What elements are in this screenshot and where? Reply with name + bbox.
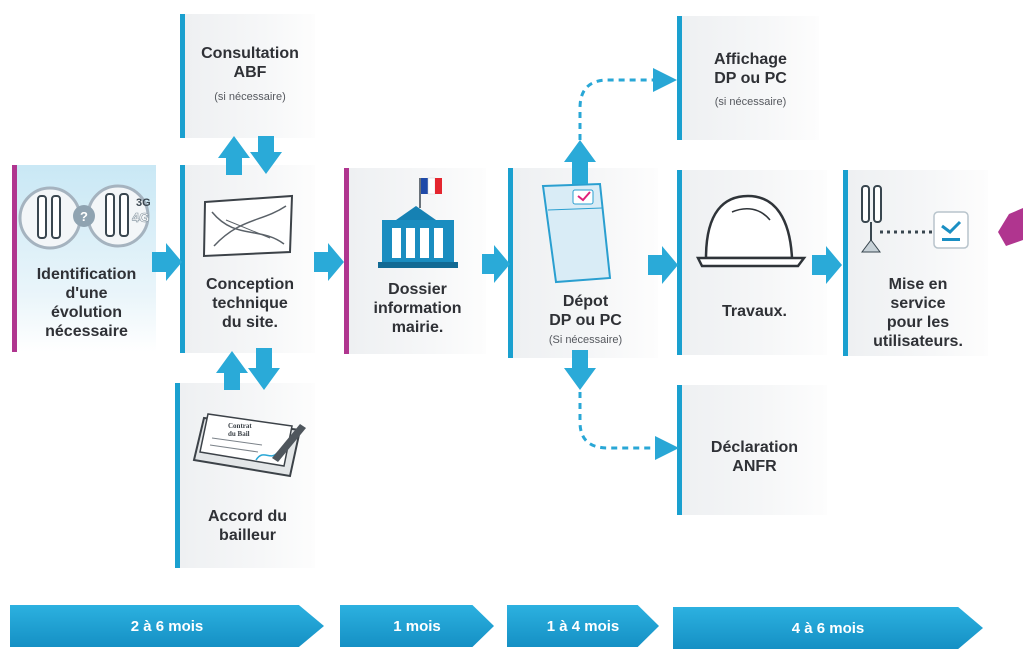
card-accord: Accord du bailleur	[175, 383, 315, 568]
dossier-label: Dossier information mairie.	[373, 281, 462, 336]
arrow-up-affichage	[564, 140, 596, 184]
timeline-label-4: 4 à 6 mois	[791, 619, 865, 637]
town-hall-icon	[378, 177, 458, 268]
hexagon-decoration	[998, 208, 1023, 246]
card-consultation: Consultation ABF (si nécessaire)	[180, 14, 315, 138]
badge-3g: 3G	[136, 197, 151, 209]
vertical-arrows	[216, 136, 596, 390]
consultation-label: Consultation ABF	[201, 45, 299, 81]
card-affichage: Affichage DP ou PC (si nécessaire)	[677, 16, 819, 140]
timeline-segment-2: 1 mois	[340, 605, 494, 647]
arrow-right-1	[152, 243, 182, 281]
arrow-right-5	[812, 246, 842, 284]
depot-label: Dépot DP ou PC	[549, 293, 622, 329]
arrow-down-declaration	[564, 350, 596, 390]
permit-document-icon	[541, 182, 612, 284]
conception-label: Conception technique du site.	[206, 276, 294, 331]
arrow-up-consultation	[218, 136, 250, 175]
arrow-right-3	[482, 245, 510, 283]
depot-note: (Si nécessaire)	[548, 334, 623, 346]
identification-label: Identification d'une évolution nécessair…	[36, 266, 137, 340]
timeline-segment-4: 4 à 6 mois	[673, 607, 983, 649]
timeline-label-1: 2 à 6 mois	[130, 617, 204, 635]
arrow-right-2	[314, 243, 344, 281]
timeline-segment-3: 1 à 4 mois	[507, 605, 659, 647]
arrow-down-conception	[250, 136, 282, 174]
hard-hat-icon	[695, 194, 807, 268]
dashed-connector-affichage	[578, 68, 677, 140]
affichage-label: Affichage DP ou PC	[714, 51, 787, 87]
question-mark: ?	[80, 209, 88, 224]
accord-label: Accord du bailleur	[207, 508, 288, 544]
timeline-label-2: 1 mois	[393, 617, 441, 635]
travaux-label: Travaux.	[722, 303, 787, 320]
dashed-connector-declaration	[578, 392, 679, 460]
arrow-down-accord	[248, 348, 280, 390]
mise-en-service-label: Mise en service pour les utilisateurs.	[873, 276, 963, 350]
badge-4g: 4G	[132, 210, 149, 225]
arrow-right-4	[648, 246, 678, 284]
consultation-note: (si nécessaire)	[214, 91, 286, 103]
antenna-connected-icon	[861, 185, 969, 253]
antenna-evolution-icon: ? 3G 4G	[18, 184, 151, 250]
arrow-up-conception	[216, 351, 248, 390]
card-mise-en-service: Mise en service pour les utilisateurs.	[843, 170, 988, 356]
flow-arrows	[152, 243, 842, 284]
card-declaration: Déclaration ANFR	[677, 385, 827, 515]
site-plan-icon	[202, 194, 294, 258]
timeline-segment-1: 2 à 6 mois	[10, 605, 324, 647]
affichage-note: (si nécessaire)	[714, 96, 787, 108]
timeline-label-3: 1 à 4 mois	[546, 617, 620, 635]
declaration-label: Déclaration ANFR	[710, 439, 799, 475]
